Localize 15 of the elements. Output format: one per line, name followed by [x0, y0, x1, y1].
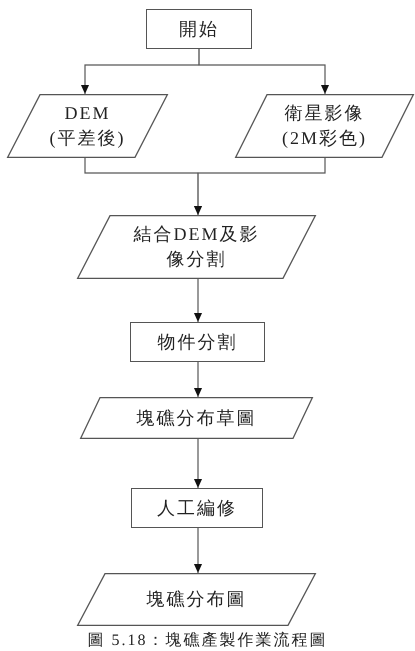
- process-box: 人工編修: [131, 488, 263, 528]
- arrow: [198, 49, 330, 94]
- data-parallelogram: 塊礁分布草圖: [80, 397, 313, 439]
- process-box: 物件分割: [130, 322, 265, 362]
- process-box: 開始: [146, 9, 252, 49]
- arrow: [194, 279, 202, 322]
- data-parallelogram: 塊礁分布圖: [77, 573, 316, 626]
- data-parallelogram: 衛星影像(2M彩色): [235, 94, 414, 158]
- data-parallelogram: 結合DEM及影像分割: [77, 215, 316, 279]
- data-parallelogram: DEM (平差後): [7, 94, 168, 158]
- arrow: [194, 158, 326, 215]
- caption: 圖 5.18：塊礁產製作業流程圖: [86, 630, 328, 651]
- arrow: [194, 439, 202, 488]
- arrow: [194, 362, 202, 397]
- arrow: [194, 528, 202, 573]
